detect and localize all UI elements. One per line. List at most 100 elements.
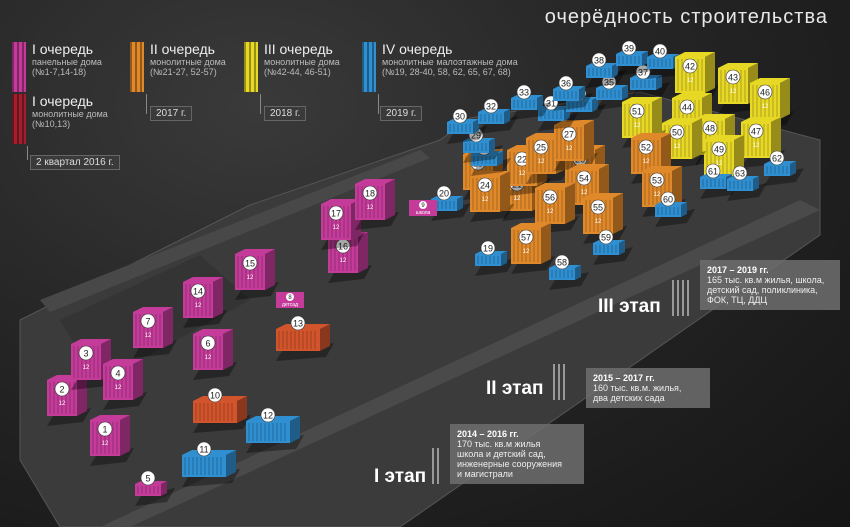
- building-number: 44: [682, 103, 692, 113]
- building-front: [764, 164, 790, 176]
- building-number: 27: [564, 130, 574, 140]
- building-side: [500, 171, 510, 212]
- building-front: [538, 109, 564, 121]
- building-floors: 12: [482, 197, 489, 203]
- building-front: [596, 88, 622, 100]
- building-badge: [542, 189, 558, 205]
- building-number: 32: [486, 102, 496, 112]
- legend-swatch: [12, 42, 26, 92]
- legend-numbers: (№1-7,14-18): [32, 67, 87, 77]
- building-roof: [535, 183, 575, 188]
- stage-2-info: 2015 – 2017 гг. 160 тыс. кв.м. жилья, дв…: [586, 368, 710, 408]
- stage-3-years: 2017 – 2019 гг.: [707, 265, 769, 275]
- building-side: [537, 95, 543, 110]
- building-4: 412: [103, 359, 147, 410]
- building-floors: 12: [674, 144, 681, 150]
- building-number: 31: [546, 99, 556, 109]
- building-floors: 12: [247, 275, 254, 281]
- building-side: [213, 277, 223, 318]
- building-badge: [190, 283, 206, 299]
- inner-road: [40, 150, 430, 312]
- building-roof: [321, 199, 361, 204]
- building-side: [473, 119, 479, 134]
- building-59: 59: [593, 229, 633, 265]
- building-badge: [518, 229, 534, 245]
- building-roof: [704, 135, 744, 140]
- building-front: [463, 141, 489, 153]
- building-number: 54: [579, 174, 589, 184]
- stage-3-line: ФОК, ТЦ, ДДЦ: [707, 295, 768, 305]
- building-badge: [757, 84, 773, 100]
- stage-2-line: 160 тыс. кв.м. жилья,: [593, 383, 682, 393]
- building-badge: [598, 229, 614, 245]
- stage-2-label: II этап: [486, 378, 544, 399]
- legend-title: IV очередь: [382, 41, 453, 57]
- stage-1-info: 2014 – 2016 гг. 170 тыс. кв.м жилья школ…: [450, 424, 584, 484]
- building-number: 15: [245, 259, 255, 269]
- building-37: 37: [630, 64, 670, 100]
- building-front: [447, 122, 473, 134]
- building-floors: 12: [523, 249, 530, 255]
- building-number: 18: [365, 189, 375, 199]
- building-number: 52: [641, 143, 651, 153]
- building-roof: [470, 171, 510, 176]
- building-62: 62: [764, 150, 804, 186]
- legend-swatch: [244, 42, 258, 92]
- building-31: 31: [538, 95, 578, 131]
- building-number: 46: [760, 88, 770, 98]
- building-badge: [748, 123, 764, 139]
- legend-connector: [378, 94, 379, 114]
- building-side: [565, 183, 575, 224]
- building-number: 4: [115, 369, 120, 379]
- building-side: [541, 223, 551, 264]
- building-badge: [140, 313, 156, 329]
- building-number: 5: [145, 474, 150, 484]
- building-floors: 12: [538, 159, 545, 165]
- building-badge: [97, 421, 113, 437]
- building-front: [475, 254, 501, 266]
- building-badge: [621, 40, 637, 56]
- building-number: 58: [557, 258, 567, 268]
- building-badge: [725, 69, 741, 85]
- building-badge: [54, 381, 70, 397]
- building-side: [457, 196, 463, 211]
- building-39: 39: [616, 40, 656, 76]
- building-badge: [242, 255, 258, 271]
- building-number: 61: [708, 167, 718, 177]
- building-number: 36: [561, 79, 571, 89]
- building-number: 7: [145, 317, 150, 327]
- building-floors: 12: [581, 190, 588, 196]
- building-badge: [196, 441, 212, 457]
- building-roof: [741, 117, 781, 122]
- building-number: 51: [632, 107, 642, 117]
- building-floors: 12: [753, 143, 760, 149]
- building-6: 612: [193, 329, 237, 380]
- building-roof: [554, 120, 594, 125]
- stage-1-line: и магистрали: [457, 469, 513, 479]
- building-side: [613, 193, 623, 234]
- stage-1-years: 2014 – 2016 гг.: [457, 429, 519, 439]
- building-number: 33: [519, 88, 529, 98]
- building-front: [593, 243, 619, 255]
- building-roof: [695, 114, 735, 119]
- legend-year-queue1: 2 квартал 2016 г.: [30, 155, 120, 170]
- stage-1-label: I этап: [374, 466, 427, 487]
- building-side: [612, 63, 618, 78]
- building-roof: [71, 339, 111, 344]
- legend-year-queue2: 2017 г.: [150, 106, 193, 121]
- stage-2-line: два детских сада: [593, 393, 665, 403]
- building-side: [619, 240, 625, 255]
- building-side: [77, 375, 87, 416]
- legend-swatch: [130, 42, 144, 92]
- building-badge: [200, 335, 216, 351]
- legend-swatch: [362, 42, 376, 92]
- building-badge: [638, 139, 654, 155]
- building-number: 43: [728, 73, 738, 83]
- building-63: 63: [727, 165, 767, 201]
- building-front: [478, 112, 504, 124]
- building-1: 112: [90, 415, 134, 466]
- building-number: 47: [751, 127, 761, 137]
